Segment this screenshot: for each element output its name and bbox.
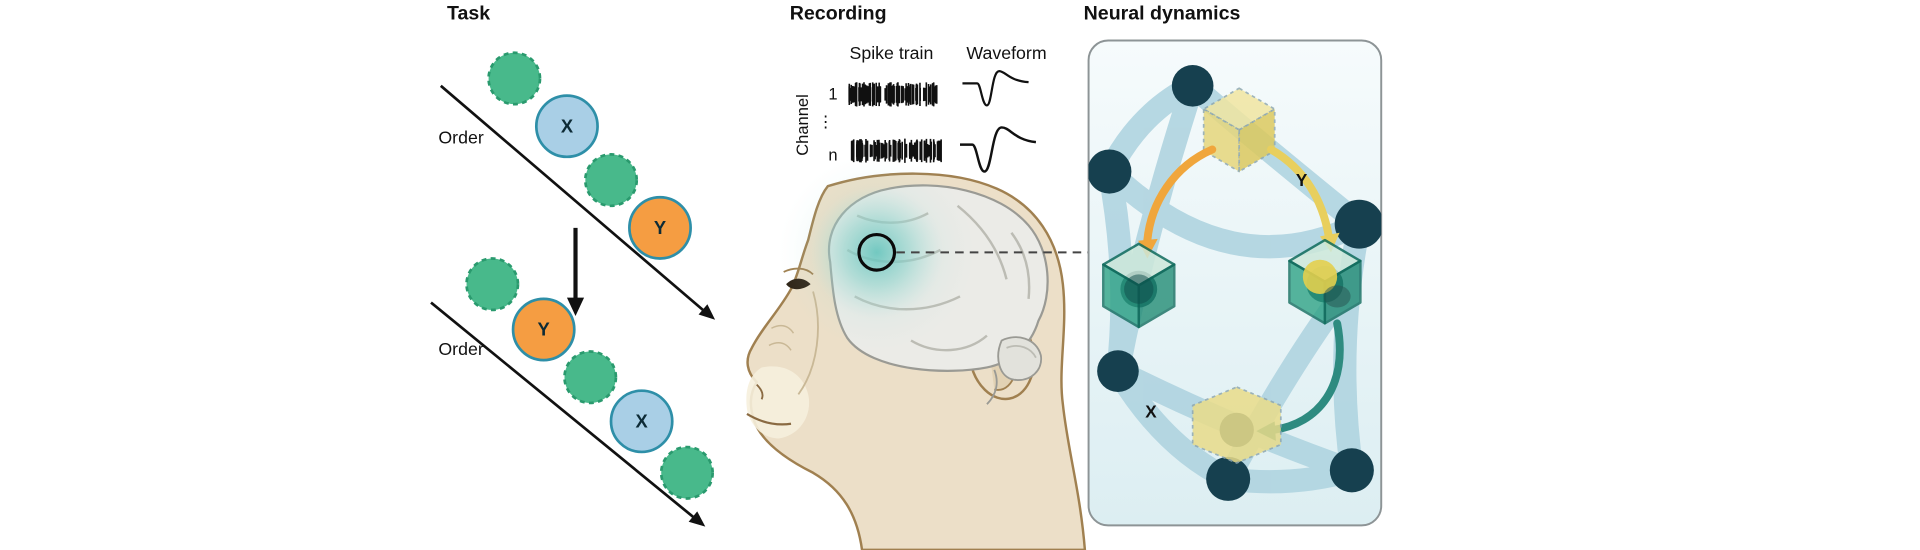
- spike-train-channel-1: [848, 82, 938, 107]
- network-node: [1171, 65, 1214, 107]
- task-title: Task: [447, 3, 490, 25]
- task-sequence-2: Y X: [465, 257, 714, 500]
- stimulus-x-letter: X: [636, 410, 649, 431]
- channel-1-label: 1: [828, 84, 837, 103]
- stimulus-x-circle: [609, 389, 674, 454]
- network-node: [1097, 350, 1139, 392]
- task-panel: Task Order X Y Order: [430, 3, 716, 527]
- stimulus-circle: [487, 51, 542, 106]
- electrode-site-circle: [857, 233, 897, 272]
- order-label-2: Order: [438, 339, 483, 359]
- channel-n-label: n: [828, 146, 837, 165]
- waveform-label: Waveform: [966, 43, 1046, 63]
- stimulus-circle: [465, 257, 520, 312]
- state-cube-right-green: [1288, 238, 1362, 325]
- task-sequence-1: X Y: [487, 51, 692, 260]
- neural-dynamics-title: Neural dynamics: [1084, 3, 1241, 25]
- network-node: [1334, 199, 1382, 249]
- monkey-illustration: [746, 154, 1089, 550]
- stimulus-circle: [659, 445, 714, 500]
- stimulus-y-circle: [628, 195, 692, 260]
- stimulus-x-letter: X: [561, 115, 574, 136]
- brainstem-line: [986, 369, 998, 405]
- network-node: [1206, 456, 1251, 501]
- cerebellum-line: [1006, 345, 1037, 359]
- dynamics-content: Y X: [1088, 65, 1382, 501]
- monkey-wrinkles: [768, 324, 795, 351]
- stimulus-y-letter: Y: [538, 319, 550, 340]
- stimulus-x-circle: [534, 94, 599, 159]
- waveform-channel-1: [962, 70, 1029, 107]
- stimulus-circle: [563, 350, 618, 405]
- network-nodes: [1088, 65, 1382, 501]
- cerebellum: [997, 336, 1042, 381]
- task-sequence-1-arrow: [439, 84, 716, 320]
- state-hexagon-bottom-yellow: [1191, 386, 1282, 464]
- recording-title: Recording: [790, 3, 887, 25]
- state-cube-left-green: [1102, 242, 1176, 329]
- state-x-label: X: [1145, 402, 1157, 422]
- stimulus-y-circle: [511, 297, 576, 362]
- monkey-nostril: [756, 383, 764, 400]
- task-sequence-2-arrow: [430, 301, 706, 527]
- stimulus-y-letter: Y: [654, 217, 666, 238]
- network-node: [1088, 149, 1132, 194]
- channel-axis-label: Channel: [793, 94, 812, 156]
- order-label-1: Order: [438, 127, 483, 147]
- neural-dynamics-panel: Neural dynamics: [1084, 3, 1383, 527]
- task-transition-arrow: [566, 227, 585, 317]
- spike-train-label: Spike train: [849, 43, 933, 63]
- stimulus-circle: [583, 153, 639, 208]
- recording-site-glow-outer: [778, 154, 975, 351]
- spike-train-channel-n: [850, 138, 942, 163]
- recording-panel: Recording Spike train Waveform Channel 1…: [746, 3, 1089, 550]
- waveform-channel-n: [960, 126, 1037, 173]
- network-node: [1329, 448, 1374, 493]
- channel-ellipsis: ⋮: [817, 112, 834, 131]
- monkey-mouth: [746, 413, 792, 426]
- state-y-label: Y: [1296, 170, 1308, 190]
